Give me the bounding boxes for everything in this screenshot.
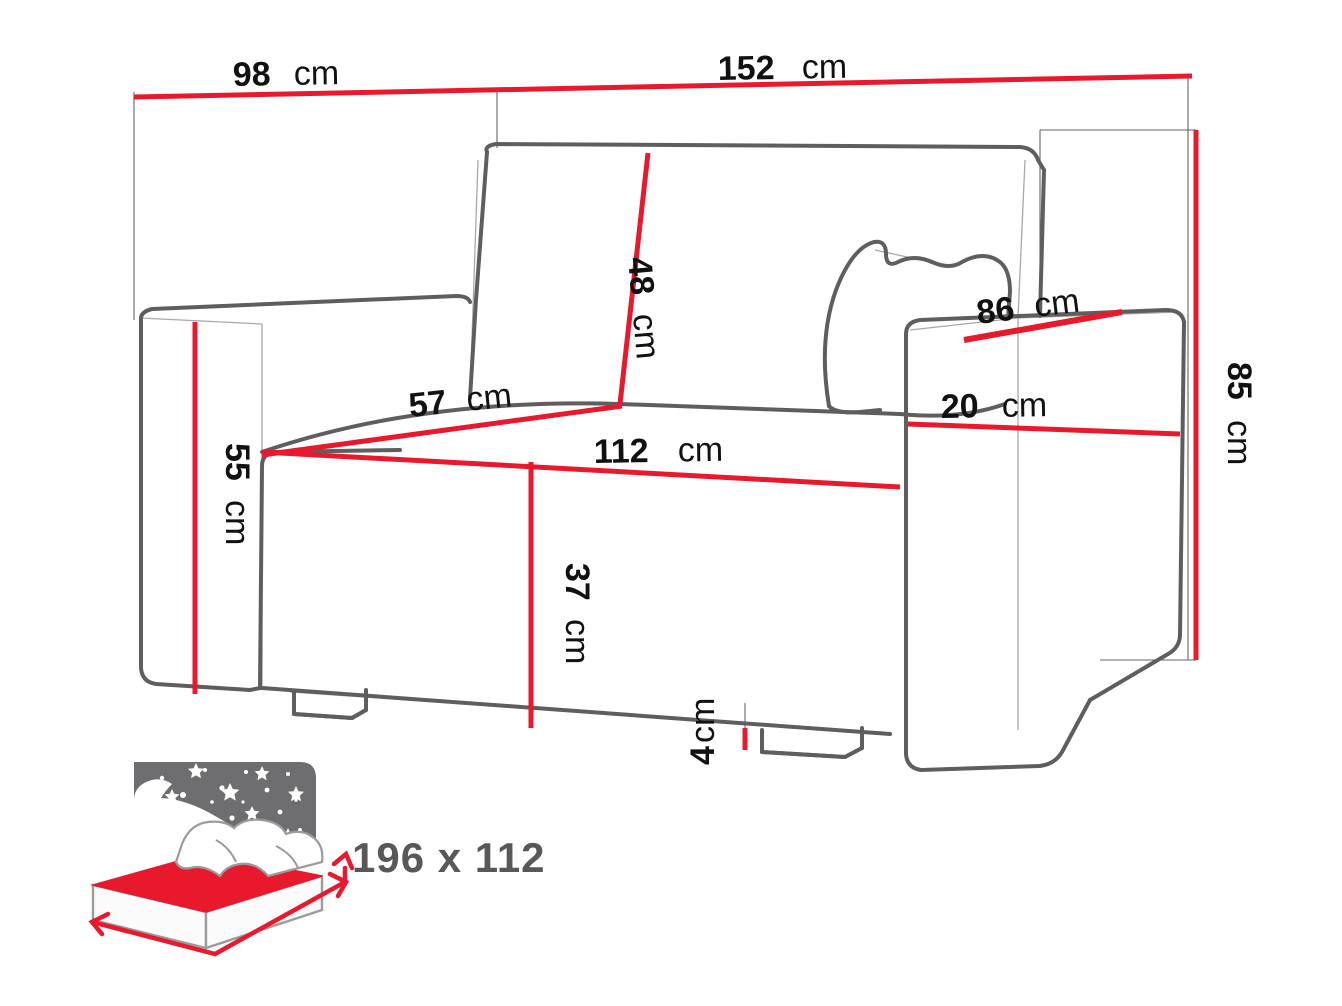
label-152-value: 152 bbox=[717, 49, 774, 88]
label-152-unit: cm bbox=[801, 48, 847, 87]
label-4-unit: cm bbox=[684, 698, 722, 743]
backrest-right-edge bbox=[1038, 168, 1046, 318]
right-arm-bottom-front bbox=[1038, 698, 1092, 768]
back-panel-inner-right bbox=[1017, 159, 1026, 319]
seat-base-front-line bbox=[260, 686, 892, 736]
label-85-value: 85 bbox=[1220, 362, 1258, 400]
sleeping-area-label: 196 x 112 bbox=[352, 834, 546, 881]
throw-pillow-bottom bbox=[827, 404, 882, 415]
seat-upper-surface bbox=[260, 401, 902, 454]
label-48-unit: cm bbox=[625, 312, 667, 360]
mattress-depth-arrow-head bbox=[331, 850, 355, 871]
label-20-value: 20 bbox=[940, 387, 978, 426]
pillow-crease-1 bbox=[215, 839, 237, 863]
right-arm-top-face bbox=[904, 308, 1186, 336]
label-left-section-width: 98 cm bbox=[232, 54, 339, 94]
label-48-value: 48 bbox=[620, 255, 661, 296]
right-arm-front-left-edge bbox=[904, 332, 1042, 772]
dimline-seat-width bbox=[261, 449, 901, 490]
label-57-value: 57 bbox=[407, 383, 449, 425]
left-body-outer-edge bbox=[139, 318, 252, 692]
right-foot-face bbox=[760, 746, 864, 759]
mattress-width-arrow-head bbox=[88, 911, 111, 937]
label-leg-height: 4 cm bbox=[684, 698, 722, 765]
backrest-left-edge bbox=[468, 150, 489, 400]
duvet-pillows bbox=[174, 818, 324, 878]
label-55-value: 55 bbox=[218, 443, 256, 481]
dimension-lines bbox=[133, 73, 1199, 750]
label-112-unit: cm bbox=[677, 431, 723, 470]
label-seat-depth: 57 cm bbox=[407, 376, 514, 425]
label-37-value: 37 bbox=[558, 563, 596, 601]
dimline-seat-depth bbox=[261, 403, 623, 458]
sofa-outline bbox=[138, 142, 1186, 772]
label-37-unit: cm bbox=[558, 619, 596, 664]
label-armrest-depth: 86 cm bbox=[974, 282, 1081, 332]
dimline-armrest-depth bbox=[963, 309, 1123, 343]
mattress-dimension-arrows bbox=[88, 850, 355, 957]
label-armrest-width: 20 cm bbox=[940, 386, 1047, 426]
seat-right-edge bbox=[898, 402, 1007, 418]
left-foot-face bbox=[292, 708, 368, 720]
left-front-panel bbox=[248, 448, 402, 692]
mattress-width-arrow-line bbox=[89, 919, 218, 957]
left-arm-top-surface bbox=[138, 294, 472, 322]
right-arm-top-inner bbox=[909, 317, 1019, 331]
label-98-unit: cm bbox=[293, 54, 339, 93]
left-arm-inner-top bbox=[139, 317, 263, 325]
right-arm-right-edge bbox=[1088, 320, 1186, 702]
label-backrest-height: 48 cm bbox=[620, 255, 667, 360]
throw-pillow bbox=[822, 239, 1012, 408]
dimline-top-width bbox=[133, 73, 1193, 100]
label-side-depth: 55 cm bbox=[218, 443, 256, 545]
label-20-unit: cm bbox=[1001, 386, 1047, 425]
dimline-backrest-height bbox=[617, 152, 651, 405]
label-seat-width: 112 cm bbox=[593, 431, 723, 471]
label-57-unit: cm bbox=[465, 376, 514, 419]
backrest-top-rail bbox=[484, 142, 1046, 172]
label-85-unit: cm bbox=[1220, 420, 1258, 465]
pillow-crease-2 bbox=[275, 845, 299, 869]
label-112-value: 112 bbox=[593, 432, 649, 471]
label-55-unit: cm bbox=[218, 500, 256, 545]
label-86-value: 86 bbox=[974, 290, 1016, 332]
label-4-value: 4 bbox=[684, 746, 722, 765]
dimline-armrest-width bbox=[907, 421, 1181, 437]
mattress-length-arrow-line bbox=[212, 879, 348, 957]
label-overall-height: 85 cm bbox=[1220, 362, 1258, 465]
sofa-light-detail-lines bbox=[139, 159, 1179, 733]
label-98-value: 98 bbox=[232, 55, 270, 94]
label-86-unit: cm bbox=[1032, 282, 1082, 325]
label-seat-height: 37 cm bbox=[558, 563, 596, 664]
label-overall-width: 152 cm bbox=[717, 48, 847, 88]
sleeping-area-icon: 196 x 112 bbox=[88, 762, 546, 957]
